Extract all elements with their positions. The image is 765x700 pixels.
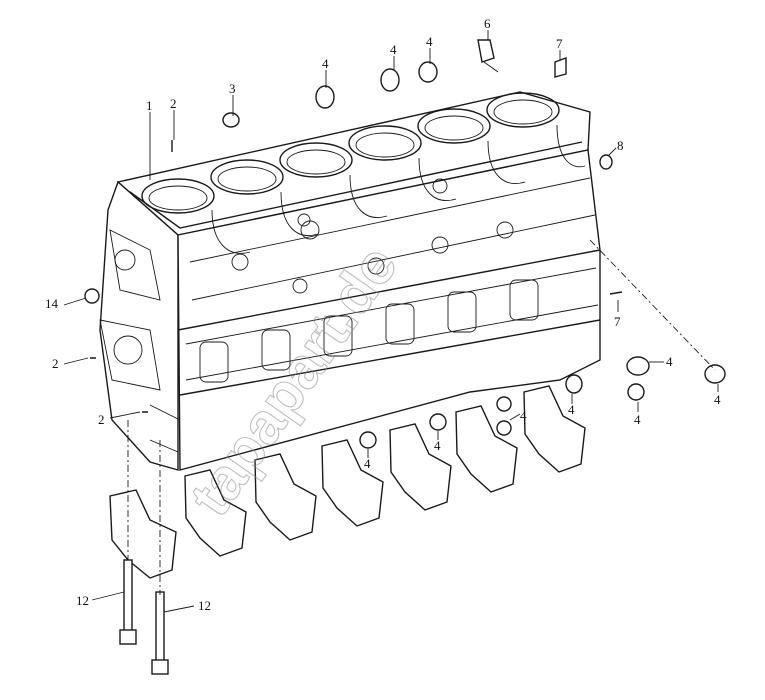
callout-4-d: 4 xyxy=(666,354,673,369)
sensor-and-dowels xyxy=(90,39,623,413)
callout-4-c: 4 xyxy=(426,34,433,49)
callout-4-b: 4 xyxy=(390,42,397,57)
callout-8: 8 xyxy=(617,138,624,153)
cylinder-barrels xyxy=(189,124,596,301)
callout-12-right: 12 xyxy=(198,598,211,613)
callout-2-top: 2 xyxy=(170,96,177,111)
callout-4-f: 4 xyxy=(714,392,721,407)
crankcase-skirt xyxy=(177,178,601,396)
cylinder-block xyxy=(99,91,601,471)
callout-2-lower: 2 xyxy=(98,412,105,427)
assembly-center-lines xyxy=(127,239,716,595)
callout-7-right: 7 xyxy=(614,314,621,329)
callout-4-i: 4 xyxy=(520,408,527,423)
block-front-face xyxy=(99,229,181,453)
callout-labels: 1 2 3 4 4 4 6 7 8 14 2 7 4 4 4 2 4 4 4 4… xyxy=(45,16,721,613)
callout-4-e: 4 xyxy=(634,412,641,427)
expansion-plugs xyxy=(84,61,726,449)
callout-14: 14 xyxy=(45,296,59,311)
cylinder-bores xyxy=(141,92,560,214)
bearing-cap-bolts xyxy=(119,559,169,675)
main-bearing-caps xyxy=(109,385,586,579)
leader-lines xyxy=(63,30,719,613)
callout-7-top: 7 xyxy=(556,36,563,51)
callout-3: 3 xyxy=(229,81,236,96)
callout-12-left: 12 xyxy=(76,593,89,608)
callout-4-j: 4 xyxy=(364,456,371,471)
callout-6: 6 xyxy=(484,16,491,31)
callout-4-g: 4 xyxy=(568,402,575,417)
callout-4-a: 4 xyxy=(322,56,329,71)
callout-4-h: 4 xyxy=(434,438,441,453)
callout-2-left: 2 xyxy=(52,356,59,371)
callout-1: 1 xyxy=(146,98,153,113)
